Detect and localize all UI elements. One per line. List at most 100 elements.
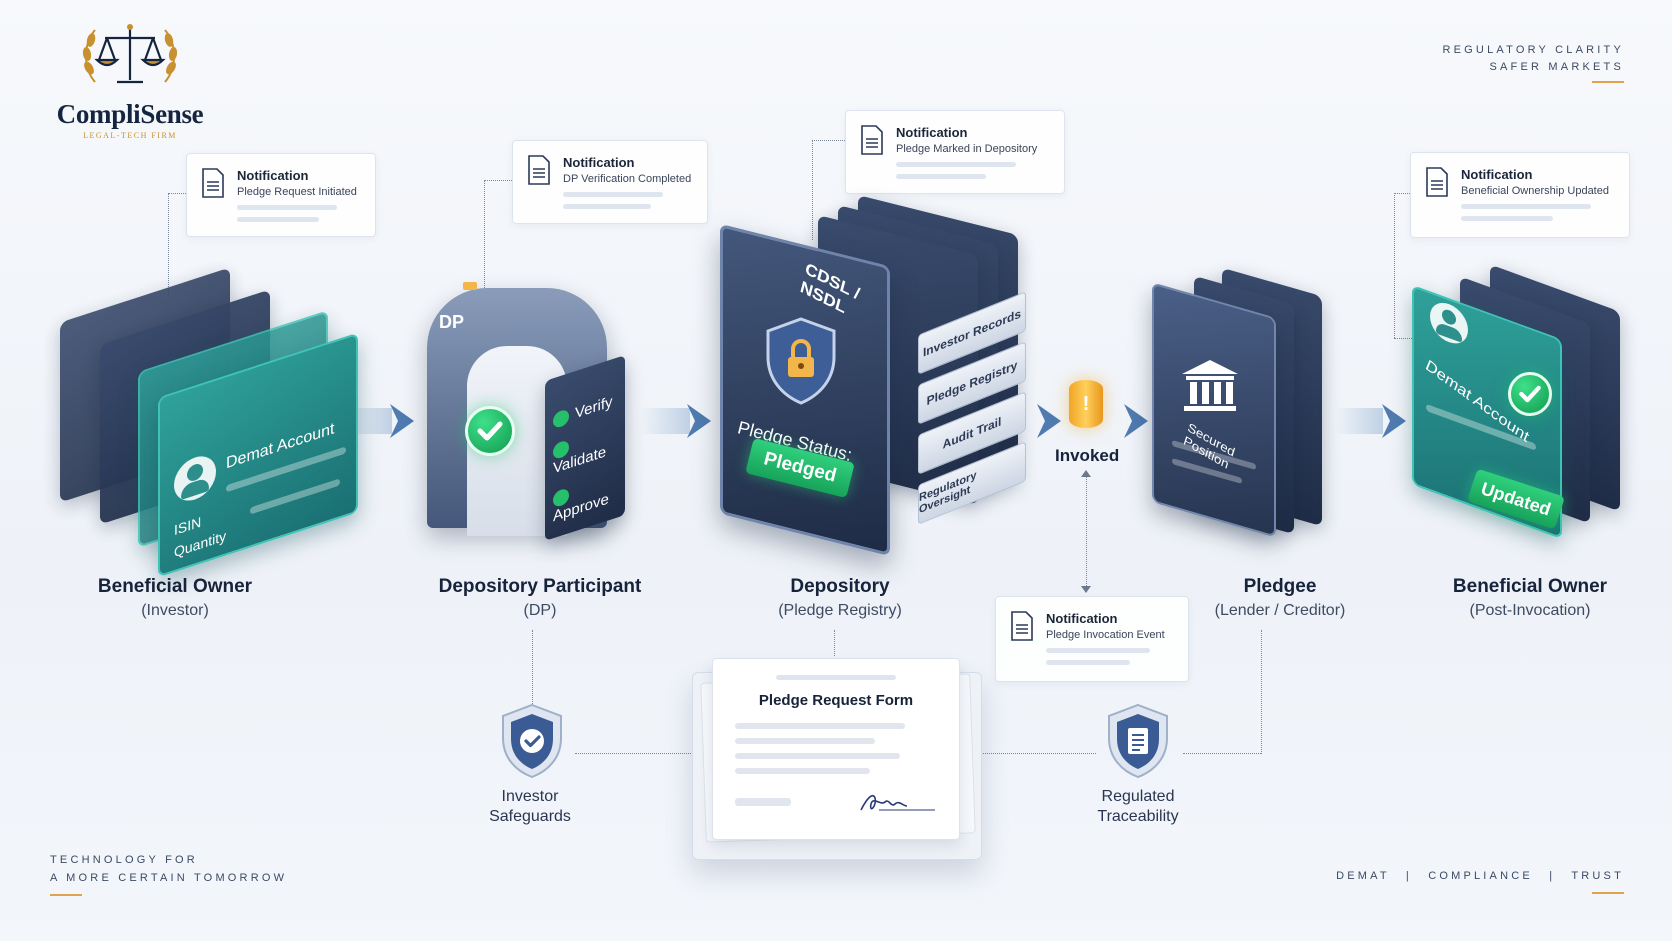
stage-title: Beneficial Owner <box>1452 576 1608 597</box>
connector-dotted <box>575 753 703 754</box>
step-approve: Approve <box>553 468 625 525</box>
investor-safeguards-label: Investor Safeguards <box>470 788 590 826</box>
connector-dotted <box>168 193 169 295</box>
flow-band <box>1335 408 1383 434</box>
connector-dotted <box>168 193 186 194</box>
document-icon <box>202 168 224 198</box>
placeholder-line <box>896 174 986 179</box>
corner-bl-line1: TECHNOLOGY FOR <box>50 854 198 866</box>
connector-dotted <box>1394 193 1410 194</box>
placeholder-line <box>563 204 651 209</box>
brand-name: CompliSense <box>56 99 204 129</box>
isin-label: ISIN <box>174 513 202 539</box>
avatar-icon <box>174 450 216 507</box>
document-icon <box>1011 611 1033 641</box>
stage-title: Pledgee <box>1243 576 1317 597</box>
connector-dotted <box>1086 472 1087 590</box>
bank-icon <box>1182 360 1238 411</box>
placeholder-line <box>1461 204 1591 209</box>
stage-beneficial-owner: Beneficial Owner (Investor) <box>60 576 290 620</box>
connector-dotted <box>1394 338 1412 339</box>
notification-title: Notification <box>1461 167 1533 182</box>
notification-text: DP Verification Completed <box>563 173 692 185</box>
connector-dotted <box>968 753 1096 754</box>
corner-bottom-left: TECHNOLOGY FOR A MORE CERTAIN TOMORROW <box>50 854 287 896</box>
placeholder-line <box>735 798 791 806</box>
connector-dotted <box>484 180 485 288</box>
stage-subtitle: (DP) <box>523 602 557 619</box>
arrowhead-down-icon <box>1081 586 1091 593</box>
notification-card: Notification Pledge Marked in Depository <box>845 110 1065 194</box>
stage-depository: Depository (Pledge Registry) <box>730 576 950 620</box>
stage-beneficial-owner-post: Beneficial Owner (Post-Invocation) <box>1420 576 1640 620</box>
placeholder-line <box>735 738 875 744</box>
notification-title: Notification <box>237 168 309 183</box>
placeholder-line <box>237 217 319 222</box>
notification-title: Notification <box>896 125 968 140</box>
connector-dotted <box>812 140 813 240</box>
notification-text: Pledge Marked in Depository <box>896 143 1038 155</box>
placeholder-line <box>735 753 900 759</box>
check-circle-icon <box>1508 372 1552 416</box>
post-invocation-stack: Demat Account Updated <box>1410 264 1640 558</box>
notification-text: Pledge Invocation Event <box>1046 629 1165 641</box>
corner-br-compliance: COMPLIANCE <box>1428 870 1533 882</box>
connector-dotted <box>484 180 512 181</box>
placeholder-line <box>237 205 337 210</box>
status-light <box>463 282 477 290</box>
safeguard-line2: Safeguards <box>489 808 571 825</box>
demat-account-title: Demat Account <box>226 420 335 473</box>
stage-subtitle: (Pledge Registry) <box>778 602 902 619</box>
check-icon <box>553 408 569 430</box>
placeholder-line <box>1046 648 1150 653</box>
flow-band <box>640 408 690 434</box>
notification-title: Notification <box>563 155 635 170</box>
stage-subtitle: (Post-Invocation) <box>1469 602 1591 619</box>
arrow-right-icon <box>390 404 414 438</box>
scales-of-justice-icon <box>82 24 178 84</box>
connector-dotted <box>1394 193 1395 338</box>
stage-depository-participant: Depository Participant (DP) <box>420 576 660 620</box>
signature-icon <box>860 794 935 811</box>
placeholder-line <box>735 723 905 729</box>
stage-title: Depository <box>790 576 890 597</box>
pledge-request-form: Pledge Request Form <box>712 658 960 840</box>
arrow-right-icon <box>687 404 711 438</box>
pledgee-stack: Secured Position <box>1148 267 1328 552</box>
corner-tr-line1: REGULATORY CLARITY <box>1442 44 1624 56</box>
notification-card: Notification Beneficial Ownership Update… <box>1410 152 1630 238</box>
notification-card: Notification DP Verification Completed <box>512 140 708 224</box>
corner-bl-line2: A MORE CERTAIN TOMORROW <box>50 872 288 884</box>
corner-bottom-right: DEMAT | COMPLIANCE | TRUST <box>1336 870 1624 894</box>
notification-title: Notification <box>1046 611 1118 626</box>
connector-dotted <box>812 140 845 141</box>
connector-dotted <box>1183 753 1261 754</box>
connector-dotted <box>1261 630 1262 754</box>
dp-badge: DP <box>439 312 465 332</box>
stage-pledgee: Pledgee (Lender / Creditor) <box>1170 576 1390 620</box>
placeholder-line <box>1046 660 1130 665</box>
stage-title: Beneficial Owner <box>97 576 253 597</box>
placeholder-line <box>896 162 1016 167</box>
notification-card: Notification Pledge Request Initiated <box>186 153 376 237</box>
shield-check-icon <box>502 703 562 779</box>
stage-subtitle: (Lender / Creditor) <box>1214 602 1346 619</box>
notification-card: Notification Pledge Invocation Event <box>995 596 1189 682</box>
depository-vault: CDSL / NSDL Pledge Status: Pledged Inves… <box>718 195 1038 575</box>
invoked-label: Invoked <box>1055 446 1120 465</box>
stage-subtitle: (Investor) <box>141 602 209 619</box>
connector-dotted <box>834 630 835 656</box>
placeholder-line <box>563 192 663 197</box>
connector-dotted <box>532 630 533 734</box>
step-validate: Validate <box>553 420 625 477</box>
safeguard-line1: Investor <box>501 788 559 805</box>
form-title: Pledge Request Form <box>758 692 914 709</box>
shield-lock-icon <box>766 317 836 405</box>
notification-text: Beneficial Ownership Updated <box>1461 185 1609 197</box>
placeholder-line <box>776 675 896 680</box>
arrow-right-icon <box>1037 404 1061 438</box>
corner-tr-line2: SAFER MARKETS <box>1489 61 1624 73</box>
placeholder-line <box>735 768 870 774</box>
safeguard-line1: Regulated <box>1101 788 1175 805</box>
placeholder-line <box>1461 216 1553 221</box>
